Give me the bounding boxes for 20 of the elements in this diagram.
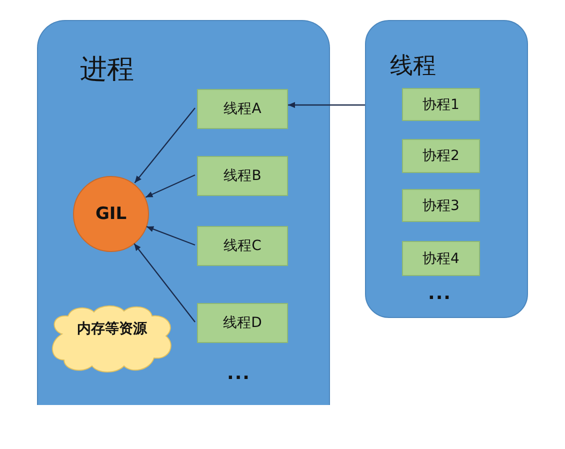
arrow bbox=[134, 243, 196, 322]
coroutine-box: 协程3 bbox=[402, 189, 480, 222]
thread-box: 线程D bbox=[197, 303, 288, 343]
gil-circle: GIL bbox=[73, 176, 149, 252]
arrow bbox=[288, 102, 365, 108]
coroutine-box: 协程4 bbox=[402, 241, 480, 276]
process-panel bbox=[37, 20, 330, 405]
coroutine-box: 协程1 bbox=[402, 88, 480, 121]
thread-box: 线程A bbox=[197, 89, 288, 129]
thread-box: 线程B bbox=[197, 156, 288, 196]
arrow bbox=[146, 226, 196, 246]
arrow bbox=[145, 174, 196, 198]
ellipsis-mark: ... bbox=[428, 283, 452, 304]
arrow bbox=[134, 108, 196, 184]
thread-box: 线程C bbox=[197, 226, 288, 266]
ellipsis-mark: ... bbox=[227, 363, 251, 384]
panel-heading: 线程 bbox=[390, 52, 436, 81]
thread-panel bbox=[365, 20, 528, 318]
coroutine-box: 协程2 bbox=[402, 139, 480, 173]
panel-heading: 进程 bbox=[80, 53, 134, 87]
